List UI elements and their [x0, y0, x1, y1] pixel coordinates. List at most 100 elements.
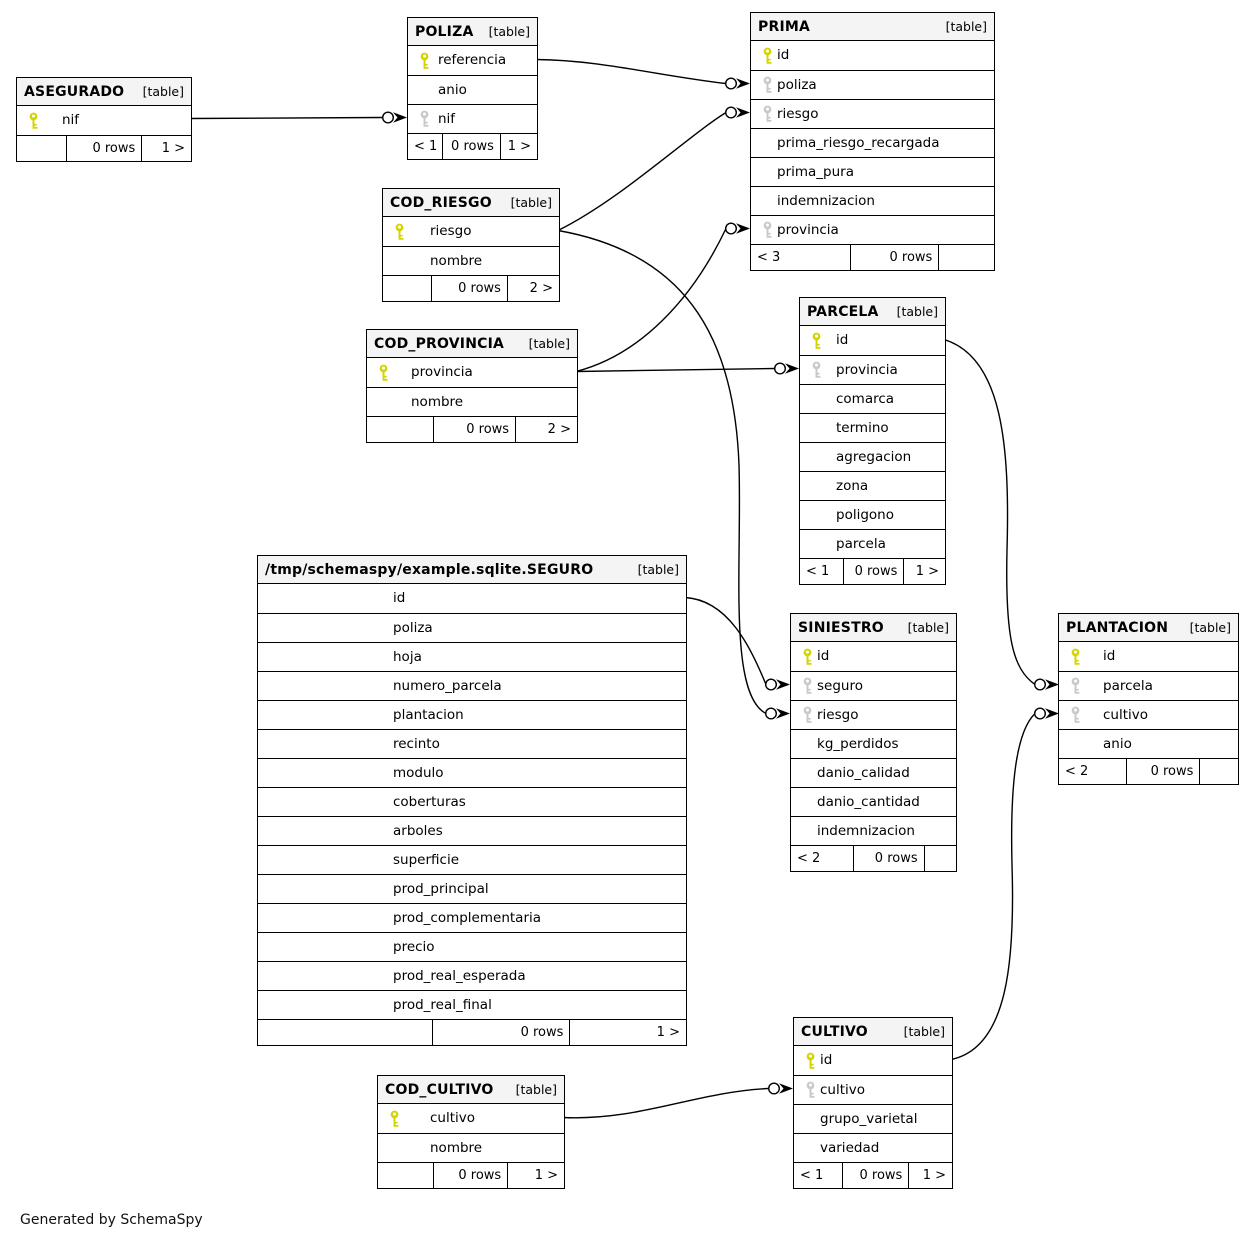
children-link[interactable]	[1200, 759, 1238, 784]
relationship-1	[535, 58, 750, 90]
column-name: arboles	[393, 822, 443, 839]
column-name: cultivo	[820, 1081, 866, 1098]
relationship-arrow-marker	[736, 223, 750, 234]
table-title: COD_PROVINCIA	[374, 335, 505, 352]
children-link[interactable]: 2 >	[547, 422, 571, 437]
foreign-key-icon	[763, 221, 772, 238]
table-header: ASEGURADO[table]	[17, 78, 191, 106]
relationship-8	[950, 707, 1059, 1061]
relationship-circle-marker	[725, 106, 738, 119]
children-link[interactable]: 1 >	[161, 141, 185, 156]
primary-key-icon	[803, 648, 812, 665]
column-row-nombre: nombre	[383, 246, 559, 275]
children-link[interactable]: 1 >	[922, 1168, 946, 1183]
column-row-riesgo: riesgo	[751, 99, 994, 128]
column-row-agregacion: agregacion	[800, 442, 945, 471]
column-name: hoja	[393, 648, 422, 665]
relationship-line	[557, 229, 767, 715]
parents-link[interactable]: < 1	[800, 559, 844, 584]
column-name: coberturas	[393, 793, 466, 810]
parents-link[interactable]	[367, 417, 435, 442]
table-seguro[interactable]: /tmp/schemaspy/example.sqlite.SEGURO[tab…	[257, 555, 687, 1046]
column-name: anio	[1103, 735, 1132, 752]
relationship-circle-marker	[768, 1082, 781, 1095]
children-link[interactable]: 1 >	[507, 139, 531, 154]
relationship-arrow-marker	[776, 708, 790, 719]
column-name: cultivo	[430, 1110, 476, 1126]
column-row-id: id	[751, 41, 994, 70]
column-name: provincia	[411, 364, 473, 380]
table-title: PRIMA	[758, 18, 811, 35]
parents-link[interactable]: < 2	[1059, 759, 1128, 784]
column-row-seguro: seguro	[791, 671, 956, 700]
parents-link[interactable]: < 1	[408, 134, 443, 159]
primary-key-icon	[420, 52, 429, 69]
children-link[interactable]: 1 >	[656, 1025, 680, 1040]
relationship-6	[684, 596, 790, 691]
children-link[interactable]	[925, 846, 956, 871]
column-row-parcela: parcela	[800, 529, 945, 558]
column-row-termino: termino	[800, 413, 945, 442]
primary-key-icon	[390, 1110, 399, 1127]
table-header: COD_RIESGO[table]	[383, 189, 559, 217]
column-name: superficie	[393, 851, 459, 868]
column-name: kg_perdidos	[817, 735, 899, 752]
column-row-id: id	[1059, 642, 1238, 671]
column-name: anio	[438, 81, 467, 98]
children-link[interactable]: 2 >	[529, 281, 553, 296]
column-row-plantacion: plantacion	[258, 700, 686, 729]
column-name: riesgo	[430, 223, 472, 239]
parents-link[interactable]: < 2	[791, 846, 854, 871]
table-type-label: [table]	[142, 84, 184, 99]
column-row-coberturas: coberturas	[258, 787, 686, 816]
relationship-9	[562, 1082, 793, 1119]
foreign-key-icon	[763, 105, 772, 122]
foreign-key-icon	[812, 361, 821, 378]
column-name: modulo	[393, 764, 444, 781]
parents-link[interactable]	[258, 1020, 434, 1045]
column-name: prod_real_esperada	[393, 967, 526, 984]
generated-by-note: Generated by SchemaSpy	[20, 1212, 203, 1228]
relationship-circle-marker	[765, 678, 778, 691]
column-row-modulo: modulo	[258, 758, 686, 787]
row-count: 0 rows	[854, 846, 925, 871]
children-link[interactable]: 1 >	[534, 1168, 558, 1183]
column-name: danio_cantidad	[817, 793, 920, 810]
relationship-line	[189, 116, 384, 120]
column-row-superficie: superficie	[258, 845, 686, 874]
column-name: prod_complementaria	[393, 909, 542, 926]
primary-key-icon	[29, 112, 38, 129]
parents-link[interactable]	[383, 276, 433, 301]
column-name: seguro	[817, 677, 863, 694]
children-link[interactable]	[939, 245, 994, 270]
column-name: precio	[393, 938, 435, 955]
parents-link[interactable]	[378, 1163, 434, 1188]
relationship-line	[943, 338, 1036, 686]
relationship-arrow-marker	[736, 107, 750, 118]
column-row-indemnizacion: indemnizacion	[751, 186, 994, 215]
column-name: recinto	[393, 735, 440, 752]
parents-link[interactable]: < 3	[751, 245, 851, 270]
parents-link[interactable]: < 1	[794, 1163, 843, 1188]
column-row-nif: nif	[17, 106, 191, 135]
column-row-poliza: poliza	[751, 70, 994, 99]
relationship-line	[684, 596, 767, 685]
children-link[interactable]: 1 >	[915, 564, 939, 579]
table-header: PRIMA[table]	[751, 13, 994, 41]
relationship-arrow-marker	[1045, 708, 1059, 719]
column-row-zona: zona	[800, 471, 945, 500]
parents-link[interactable]	[17, 136, 68, 161]
